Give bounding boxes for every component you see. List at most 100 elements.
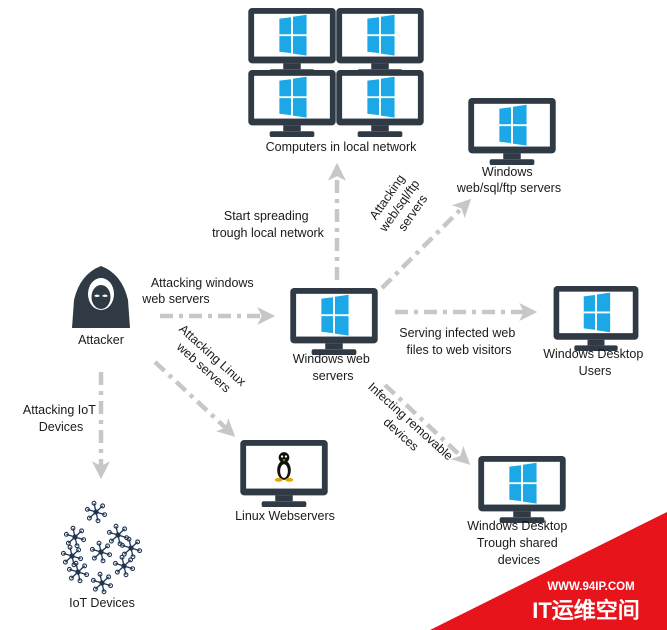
iot-endpoint [101, 589, 107, 595]
iot-link [67, 536, 76, 544]
iot-label: IoT Devices [69, 596, 135, 610]
iot-link [123, 559, 132, 567]
edge-label-infecting: Infecting removable devices [354, 380, 458, 478]
desktop-users-label: Windows Desktop Users [543, 347, 647, 378]
desktop-shared-monitor-icon [478, 456, 566, 524]
iot-link [88, 511, 97, 519]
edge-label-attack-iot: Attacking IoT Devices [23, 403, 99, 434]
iot-endpoint [63, 531, 69, 537]
linux-label: Linux Webservers [235, 509, 335, 523]
iot-endpoint [121, 551, 127, 557]
iot-endpoint [106, 574, 112, 580]
arrow-attacker-to-linux [153, 360, 236, 437]
iot-endpoint [100, 558, 106, 564]
iot-link [123, 547, 132, 555]
iot-endpoint [66, 566, 72, 572]
edge-label-attack-windows: Attacking windows web servers [141, 276, 257, 306]
iot-link [93, 551, 102, 559]
iot-endpoint [119, 542, 125, 548]
iot-link [100, 545, 109, 553]
iot-endpoint [71, 562, 77, 568]
iot-link [110, 534, 119, 542]
iot-endpoint [108, 583, 114, 589]
iot-link [117, 528, 126, 536]
iot-endpoint [112, 560, 118, 566]
iot-endpoint [74, 543, 80, 549]
windows-monitor-icon [248, 70, 336, 138]
windows-monitor-icon [248, 8, 336, 76]
windows-monitor-icon [336, 70, 424, 138]
iot-endpoint [128, 557, 134, 563]
watermark-url: WWW.94IP.COM [547, 581, 634, 593]
iot-link [94, 582, 103, 590]
iot-endpoint [89, 546, 95, 552]
iot-endpoint [130, 554, 136, 560]
watermark: WWW.94IP.COM IT运维空间 [430, 512, 667, 630]
iot-endpoint [122, 526, 128, 532]
desktop-shared-label: Windows Desktop Trough shared devices [467, 519, 571, 567]
iot-endpoint [123, 572, 129, 578]
iot-link [64, 555, 73, 563]
windows-web-server-monitor-icon [290, 288, 378, 356]
iot-endpoint [67, 544, 73, 550]
iot-endpoint [78, 556, 84, 562]
hacker-icon [72, 266, 130, 328]
arrow-to-desktop-shared [383, 383, 471, 465]
local-network-label: Computers in local network [266, 140, 418, 154]
attacker-label: Attacker [78, 333, 124, 347]
iot-endpoint [130, 566, 136, 572]
iot-endpoint [105, 543, 111, 549]
iot-endpoint [137, 548, 143, 554]
iot-endpoint [82, 563, 88, 569]
iot-link [77, 565, 86, 573]
iot-endpoint [107, 552, 113, 558]
iot-endpoint [86, 515, 92, 521]
edge-label-attack-linux: Attacking Linux web servers [166, 322, 251, 403]
iot-endpoint [135, 539, 141, 545]
iot-endpoint [77, 578, 83, 584]
windows-web-label: Windows web servers [293, 352, 374, 383]
iot-endpoint [65, 540, 71, 546]
iot-endpoint [70, 525, 76, 531]
linux-monitor-icon [240, 440, 328, 508]
iot-endpoint [91, 500, 97, 506]
iot-endpoint [97, 571, 103, 577]
iot-endpoint [68, 575, 74, 581]
iot-endpoint [96, 540, 102, 546]
iot-endpoint [90, 577, 96, 583]
iot-endpoint [100, 503, 106, 509]
iot-endpoint [84, 572, 90, 578]
iot-endpoint [106, 529, 112, 535]
iot-link [71, 549, 80, 557]
edge-label-attack-sql: Attacking web/sql/ftp servers [364, 166, 437, 244]
iot-endpoint [92, 586, 98, 592]
iot-link [130, 541, 139, 549]
windows-servers-monitor-icon [468, 98, 556, 166]
iot-endpoint [108, 538, 114, 544]
iot-endpoint [126, 536, 132, 542]
iot-endpoint [62, 559, 68, 565]
iot-endpoint [113, 523, 119, 529]
iot-endpoint [84, 506, 90, 512]
iot-endpoint [102, 512, 108, 518]
iot-endpoint [79, 528, 85, 534]
edge-label-spread-local: Start spreading trough local network [212, 209, 325, 240]
windows-servers-label: Windows web/sql/ftp servers [456, 165, 561, 195]
iot-endpoint [60, 550, 66, 556]
local-network-computers [248, 8, 424, 138]
watermark-brand: IT运维空间 [532, 598, 640, 623]
iot-endpoint [95, 518, 101, 524]
iot-endpoint [114, 569, 120, 575]
arrow-to-windows-servers [380, 198, 472, 290]
iot-network-icon [60, 500, 143, 595]
iot-endpoint [81, 537, 87, 543]
desktop-users-monitor-icon [553, 286, 639, 352]
iot-link [116, 565, 125, 573]
iot-endpoint [119, 554, 125, 560]
iot-endpoint [91, 555, 97, 561]
iot-link [101, 576, 110, 584]
iot-link [74, 530, 83, 538]
windows-monitor-icon [336, 8, 424, 76]
